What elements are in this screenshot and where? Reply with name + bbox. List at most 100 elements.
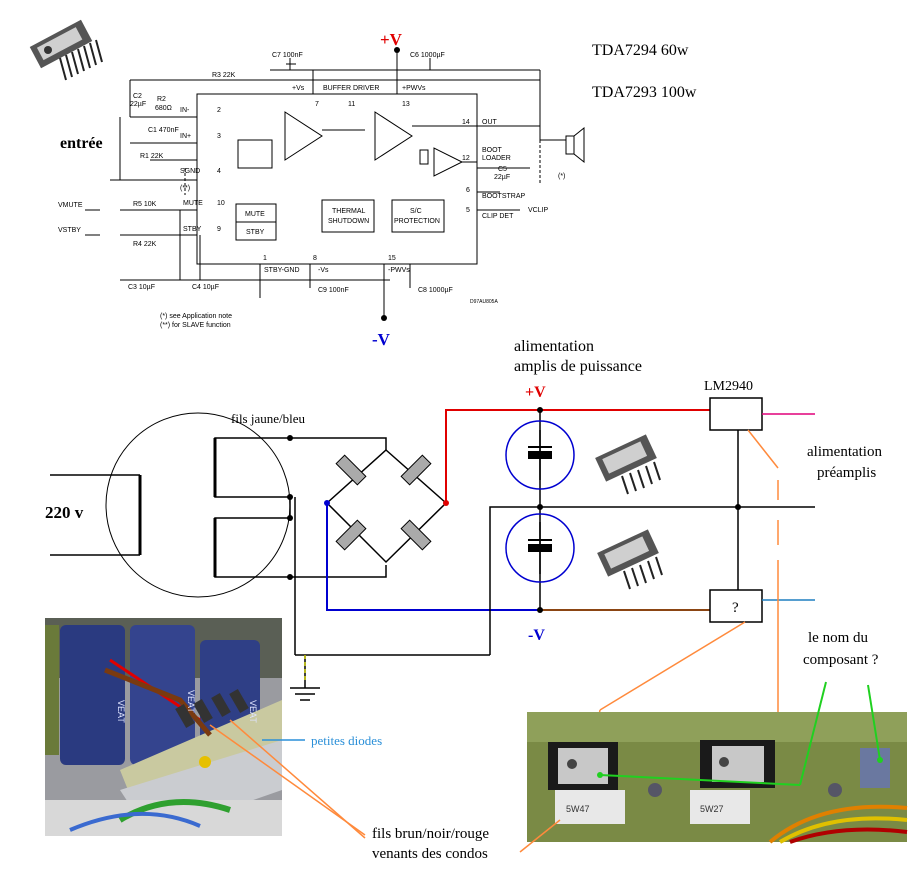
pos-rail [445, 409, 710, 503]
lbl-c2: C2 [133, 93, 142, 100]
pv-dot [394, 47, 400, 53]
schematic-wires [85, 50, 585, 318]
lbl-r1: R1 22K [140, 153, 164, 160]
nom-label-1: le nom du [808, 630, 868, 646]
cap-mark-2: VEAT [186, 690, 196, 713]
lbl-vstby: VSTBY [58, 227, 81, 234]
lbl-mute-pin: MUTE [183, 200, 203, 207]
pin-2: 2 [217, 107, 221, 114]
v220-label: 220 v [45, 503, 84, 522]
photo-right: 5W47 5W27 [527, 712, 908, 844]
lbl-c1: C1 470nF [148, 127, 179, 134]
lbl-c7: C7 100nF [272, 52, 303, 59]
lbl-r2v: 680Ω [155, 105, 172, 112]
lm-label: LM2940 [704, 379, 753, 394]
transformer [50, 412, 291, 598]
supply-title-2: amplis de puissance [514, 358, 642, 375]
pin-9: 9 [217, 226, 221, 233]
pin-6: 6 [466, 187, 470, 194]
lbl-r3: R3 22K [212, 72, 236, 79]
pin-14: 14 [462, 119, 470, 126]
lbl-note2: (**) for SLAVE function [160, 322, 231, 329]
lbl-in-minus: IN- [180, 107, 190, 114]
lbl-c5: C5 [498, 166, 507, 173]
lbl-note1: (*) see Application note [160, 313, 232, 320]
pin-3: 3 [217, 133, 221, 140]
lbl-boot1: BOOT [482, 147, 503, 154]
unknown-regulator-label: ? [732, 600, 739, 616]
board-mark-2: 5W27 [700, 804, 724, 814]
lbl-stby-gnd: STBY-GND [264, 267, 300, 274]
neg-rail [326, 503, 710, 611]
unknown-regulator-box [709, 589, 763, 623]
chip-icon-upper [595, 434, 661, 495]
pv-top: +V [380, 30, 403, 49]
lbl-r5: R5 10K [133, 201, 157, 208]
lbl-r4: R4 22K [133, 241, 157, 248]
lbl-star2: (**) [180, 185, 190, 192]
pin-7: 7 [315, 101, 319, 108]
photo-left: VEAT VEAT VEAT [45, 618, 282, 836]
pin-4: 4 [217, 168, 221, 175]
lbl-vs-pos: +Vs [292, 85, 305, 92]
lbl-code: D97AU805A [470, 299, 498, 305]
pin-13: 13 [402, 101, 410, 108]
pin-1: 1 [263, 255, 267, 262]
lbl-thermal2: SHUTDOWN [328, 218, 369, 225]
lbl-c2v: 22µF [130, 101, 146, 108]
lbl-vmute: VMUTE [58, 202, 83, 209]
lbl-pwvs-neg: -PWVs [388, 267, 410, 274]
lbl-vclip: VCLIP [528, 207, 549, 214]
fils-label: fils jaune/bleu [231, 411, 306, 426]
mv-dot [381, 315, 387, 321]
capacitor-top [505, 420, 575, 490]
lbl-pwvs-pos: +PWVs [402, 85, 426, 92]
lbl-c4: C4 10µF [192, 284, 219, 291]
mv-top: -V [372, 330, 391, 349]
chip2-label: TDA7293 100w [592, 84, 697, 101]
lbl-sgnd: SGND [180, 168, 200, 175]
lbl-sc2: PROTECTION [394, 218, 440, 225]
entree-label: entrée [60, 135, 103, 152]
lbl-thermal1: THERMAL [332, 208, 366, 215]
pin-8: 8 [313, 255, 317, 262]
brun-label-1: fils brun/noir/rouge [372, 826, 489, 842]
lbl-stby-box: STBY [246, 229, 265, 236]
nom-label-2: composant ? [803, 652, 879, 668]
chip-icon-top [29, 19, 103, 81]
preamp-label-1: alimentation [807, 444, 882, 460]
cap-mark-3: VEAT [248, 700, 258, 723]
lbl-star1: (*) [558, 173, 565, 180]
brun-label-2: venants des condos [372, 846, 488, 862]
board-mark-1: 5W47 [566, 804, 590, 814]
supply-mv: -V [528, 627, 545, 644]
lbl-c6: C6 1000µF [410, 52, 445, 59]
lbl-mute-box: MUTE [245, 211, 265, 218]
pin-11: 11 [348, 101, 355, 108]
lbl-c9: C9 100nF [318, 287, 349, 294]
lbl-boot2: LOADER [482, 155, 511, 162]
supply-pv: +V [525, 384, 546, 401]
lbl-bootstrap: BOOTSTRAP [482, 193, 526, 200]
lbl-out: OUT [482, 119, 498, 126]
lbl-c5v: 22µF [494, 174, 510, 181]
lbl-c3: C3 10µF [128, 284, 155, 291]
lbl-in-plus: IN+ [180, 133, 191, 140]
preamp-label-2: préamplis [817, 465, 876, 481]
cap-mark-1: VEAT [116, 700, 126, 723]
supply-title-1: alimentation [514, 338, 594, 355]
lbl-clipdet: CLIP DET [482, 213, 514, 220]
lbl-buffer: BUFFER DRIVER [323, 85, 379, 92]
pin-12: 12 [462, 155, 470, 162]
chip1-label: TDA7294 60w [592, 42, 689, 59]
diodes-label: petites diodes [311, 733, 382, 748]
chip-icon-lower [597, 529, 663, 590]
lbl-stby-pin: STBY [183, 226, 202, 233]
lbl-c8: C8 1000µF [418, 287, 453, 294]
lbl-sc1: S/C [410, 208, 422, 215]
bridge-diodes [335, 454, 432, 551]
capacitor-bottom [505, 513, 575, 583]
pin-5: 5 [466, 207, 470, 214]
bridge-rectifier [289, 437, 448, 655]
